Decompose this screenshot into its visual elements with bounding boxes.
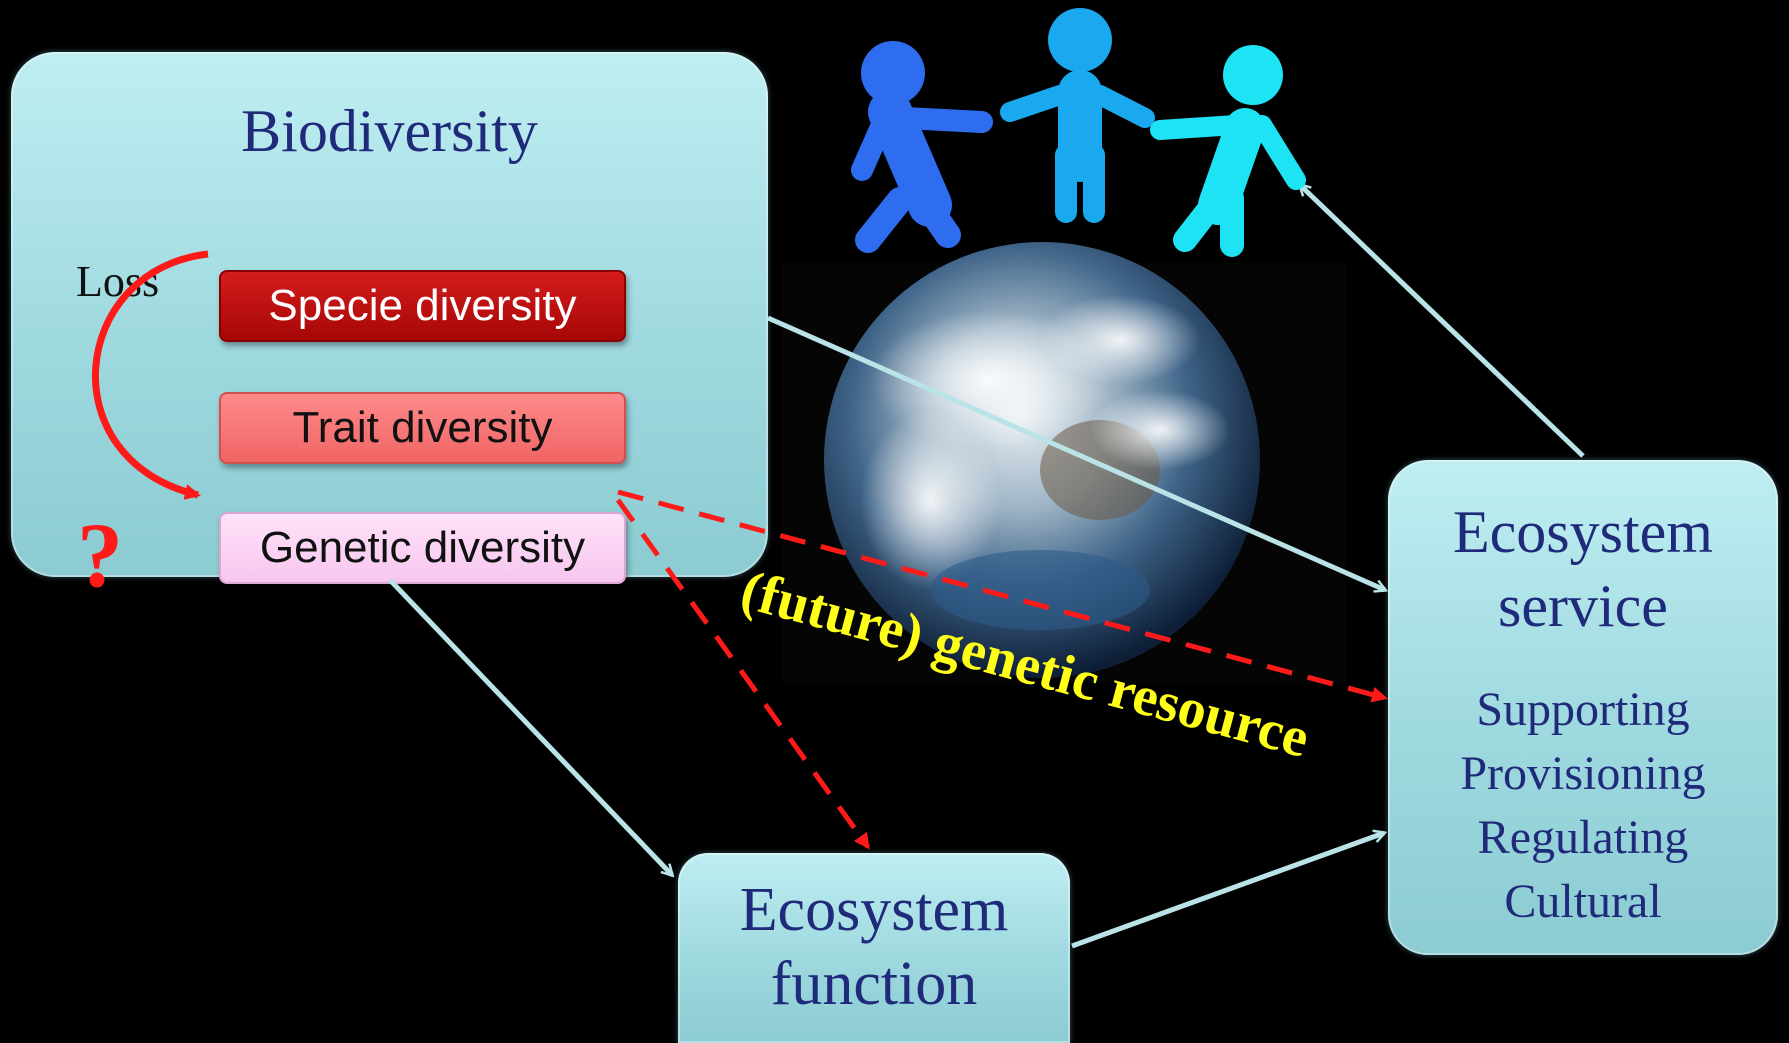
ecosystem-service-title-2: service xyxy=(1498,573,1668,639)
ecosystem-function-box: Ecosystem function xyxy=(678,853,1070,1043)
arrow-function-to-service xyxy=(1071,833,1384,949)
ecosystem-function-title-1: Ecosystem xyxy=(739,876,1009,944)
dashed-arrow-genetic-to-function xyxy=(615,498,871,850)
service-items: Supporting Provisioning Regulating Cultu… xyxy=(1388,678,1778,934)
person-3-icon xyxy=(1150,45,1306,257)
biodiversity-title: Biodiversity xyxy=(241,98,538,164)
biodiversity-box: Biodiversity Loss ? Specie diversity Tra… xyxy=(11,52,768,606)
service-item-cultural: Cultural xyxy=(1504,875,1662,928)
service-item-regulating: Regulating xyxy=(1477,811,1689,864)
service-item-supporting: Supporting xyxy=(1476,683,1690,736)
arrow-biodiversity-to-function xyxy=(388,578,672,875)
arrow-biodiversity-to-service xyxy=(766,315,1385,590)
ecosystem-service-title-1: Ecosystem xyxy=(1453,499,1713,565)
species-diversity-box: Specie diversity xyxy=(219,270,626,342)
arrow-service-to-people xyxy=(1300,185,1585,458)
dashed-arrow-genetic-to-service xyxy=(617,489,1388,703)
genetic-diversity-box: Genetic diversity xyxy=(219,512,626,584)
question-mark: ? xyxy=(77,504,123,606)
trait-diversity-box: Trait diversity xyxy=(219,392,626,464)
person-2-icon xyxy=(1000,8,1155,223)
service-item-provisioning: Provisioning xyxy=(1460,747,1706,800)
loss-curve-arrow xyxy=(92,250,209,500)
person-1-icon xyxy=(851,41,993,253)
ecosystem-function-title-2: function xyxy=(770,950,978,1018)
ecosystem-service-box: Ecosystem service Supporting Provisionin… xyxy=(1388,460,1778,955)
